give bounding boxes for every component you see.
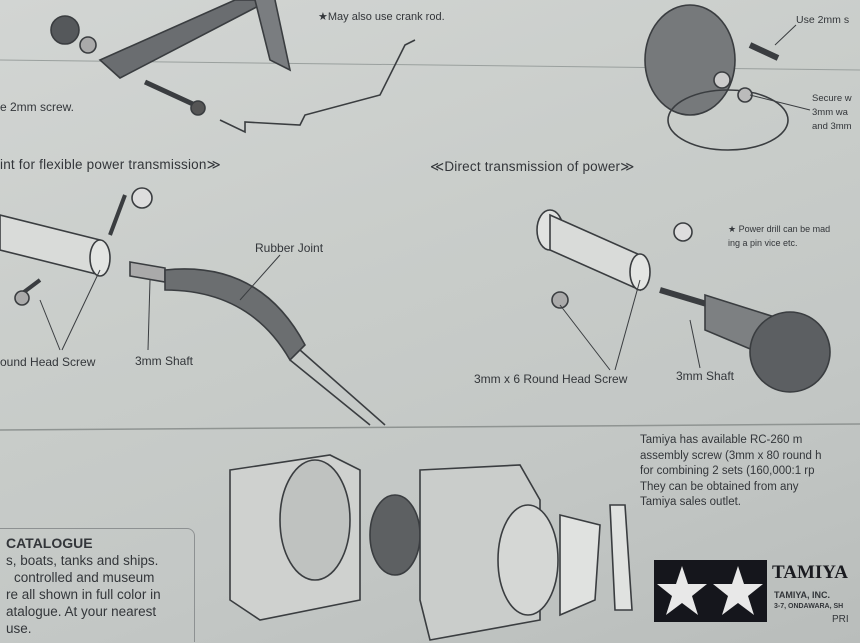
- catalogue-line: use.: [6, 621, 32, 636]
- info-line: Tamiya sales outlet.: [640, 496, 741, 508]
- catalogue-title: CATALOGUE: [6, 535, 93, 551]
- info-line: They can be obtained from any: [640, 480, 799, 493]
- round-head-screw-label: ound Head Screw: [0, 355, 96, 369]
- catalogue-text: CATALOGUE s, boats, tanks and ships. con…: [6, 535, 161, 637]
- company-name: TAMIYA, INC.: [774, 590, 831, 600]
- catalogue-line: re all shown in full color in: [6, 587, 161, 602]
- crank-arm-illustration: [50, 0, 416, 134]
- availability-note: Tamiya has available RC-260 m assembly s…: [640, 433, 822, 511]
- printed-label: PRI: [832, 614, 849, 625]
- info-line: assembly screw (3mm x 80 round h: [640, 449, 822, 462]
- power-drill-note: ★ Power drill can be mad ing a pin vice …: [728, 222, 830, 250]
- rubber-joint-label: Rubber Joint: [255, 241, 324, 255]
- info-line: for combining 2 sets (160,000:1 rp: [640, 465, 815, 477]
- company-address: 3-7, ONDAWARA, SH: [774, 603, 844, 610]
- catalogue-line: controlled and museum: [14, 570, 155, 585]
- flexible-coupling-illustration: [0, 187, 386, 426]
- tamiya-star-logo: [654, 560, 767, 622]
- direct-heading: ≪Direct transmission of power≫: [430, 159, 635, 174]
- shaft-label: 3mm Shaft: [135, 354, 194, 368]
- gearbox-illustration: [229, 454, 633, 641]
- star-icon: [657, 566, 763, 615]
- secure-line: and 3mm: [812, 121, 852, 132]
- note-line: ★ Power drill can be mad: [728, 224, 831, 234]
- brand-name: TAMIYA: [772, 562, 849, 583]
- secure-line: Secure w: [812, 93, 852, 104]
- direct-screw-label: 3mm x 6 Round Head Screw: [474, 372, 628, 386]
- note-line: ing a pin vice etc.: [728, 238, 798, 248]
- catalogue-line: atalogue. At your nearest: [6, 604, 157, 619]
- screw-label-right: Use 2mm s: [796, 14, 850, 26]
- direct-coupling-illustration: [536, 209, 831, 393]
- secure-line: 3mm wa: [812, 107, 848, 118]
- screw-label-left: e 2mm screw.: [0, 100, 75, 114]
- info-line: Tamiya has available RC-260 m: [640, 434, 803, 446]
- catalogue-line: s, boats, tanks and ships.: [6, 553, 159, 568]
- crank-rod-note: ★May also use crank rod.: [318, 11, 445, 23]
- flexible-heading: int for flexible power transmission≫: [0, 157, 221, 172]
- disc-illustration: [644, 4, 811, 151]
- catalogue-box: [0, 528, 195, 642]
- direct-shaft-label: 3mm Shaft: [676, 369, 735, 383]
- secure-note: Secure w 3mm wa and 3mm: [812, 92, 852, 134]
